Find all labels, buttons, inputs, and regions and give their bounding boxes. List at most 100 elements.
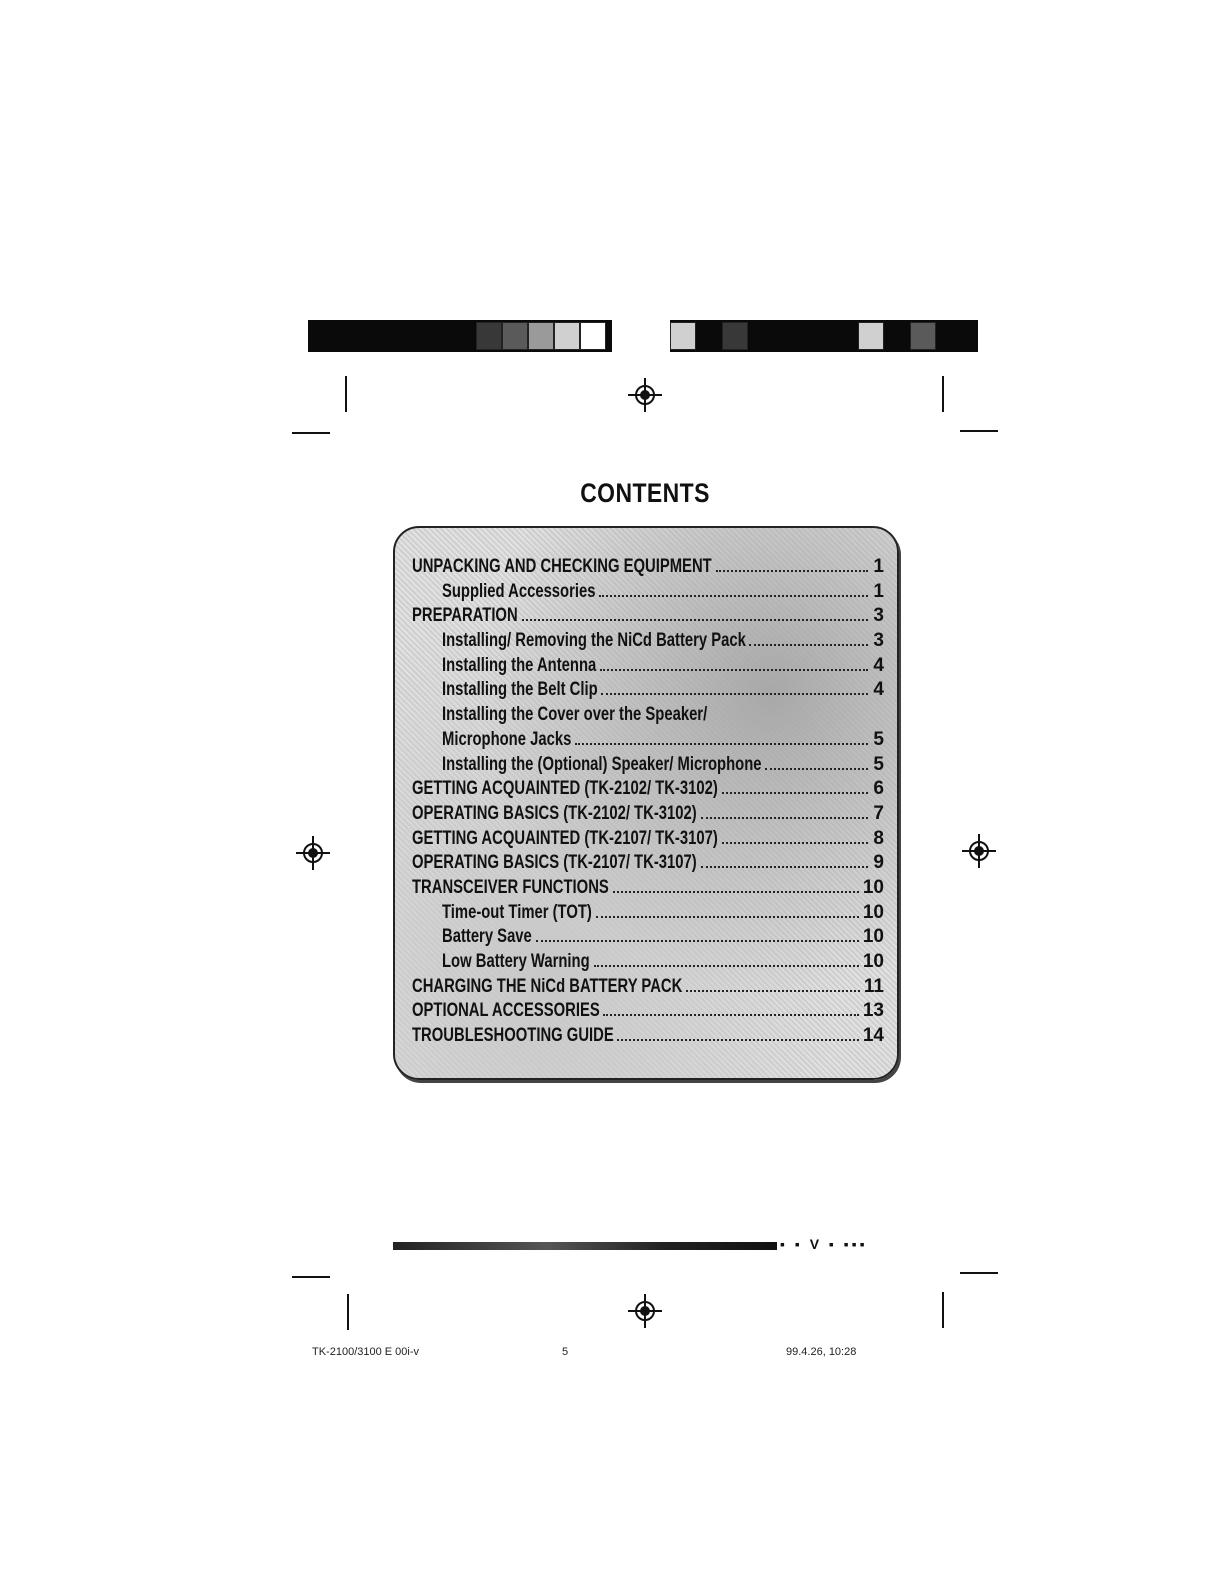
toc-entry-label: PREPARATION <box>412 605 518 627</box>
toc-entry-page: 4 <box>873 679 884 701</box>
toc-entry-page: 8 <box>873 827 884 849</box>
color-swatch <box>554 322 580 350</box>
toc-leader-dots <box>700 866 868 869</box>
toc-leader-dots <box>522 619 868 622</box>
registration-target-icon <box>628 1294 662 1328</box>
toc-entry-page: 3 <box>873 630 884 652</box>
crop-mark <box>960 1272 998 1274</box>
toc-entry-label: Time-out Timer (TOT) <box>442 901 592 923</box>
toc-entry[interactable]: GETTING ACQUAINTED (TK-2107/ TK-3107) 8 <box>412 827 884 852</box>
toc-leader-dots <box>595 915 859 918</box>
toc-entry-label: GETTING ACQUAINTED (TK-2102/ TK-3102) <box>412 778 718 800</box>
toc-leader-dots <box>535 940 859 943</box>
toc-leader-dots <box>685 989 860 992</box>
toc-entry-page: 1 <box>873 556 884 577</box>
crop-mark <box>292 1276 330 1278</box>
toc-entry-label: Installing/ Removing the NiCd Battery Pa… <box>442 630 746 652</box>
color-swatch <box>910 322 936 350</box>
registration-target-icon <box>628 378 662 412</box>
toc-entry-label: GETTING ACQUAINTED (TK-2107/ TK-3107) <box>412 827 718 849</box>
toc-entry-page: 1 <box>873 580 884 602</box>
toc-entry-label: OPERATING BASICS (TK-2102/ TK-3102) <box>412 802 697 824</box>
toc-leader-dots <box>700 816 868 819</box>
toc-entry[interactable]: Installing the Antenna 4 <box>412 654 884 679</box>
toc-entry[interactable]: PREPARATION 3 <box>412 604 884 629</box>
toc-entry-page: 10 <box>862 876 884 898</box>
color-swatch <box>670 322 696 350</box>
toc-entry[interactable]: TRANSCEIVER FUNCTIONS 10 <box>412 876 884 901</box>
toc-entry-label: TRANSCEIVER FUNCTIONS <box>412 876 609 898</box>
toc-entry-label: Installing the (Optional) Speaker/ Micro… <box>442 753 762 775</box>
toc-entry-page: 10 <box>862 926 884 948</box>
toc-entry[interactable]: Supplied Accessories 1 <box>412 580 884 605</box>
color-bar-right <box>670 320 978 352</box>
toc-entry-page: 14 <box>862 1025 884 1047</box>
toc-leader-dots <box>765 767 868 770</box>
toc-entry-label: CHARGING THE NiCd BATTERY PACK <box>412 975 683 997</box>
color-swatch <box>580 322 606 350</box>
toc-entry-label: Installing the Belt Clip <box>442 679 598 701</box>
color-swatch <box>722 322 748 350</box>
toc-entry-label: Battery Save <box>442 926 532 948</box>
toc-entry-page: 5 <box>873 753 884 775</box>
toc-entry[interactable]: TROUBLESHOOTING GUIDE 14 <box>412 1024 884 1049</box>
toc-entry[interactable]: Battery Save 10 <box>412 925 884 950</box>
crop-mark <box>292 432 330 434</box>
toc-leader-dots <box>593 965 859 967</box>
color-swatch <box>858 322 884 350</box>
registration-target-icon <box>962 834 996 868</box>
toc-entry-label: Installing the Cover over the Speaker/ <box>442 704 708 726</box>
registration-target-icon <box>296 836 330 870</box>
toc-entry[interactable]: Time-out Timer (TOT) 10 <box>412 901 884 926</box>
toc-leader-dots <box>721 792 868 795</box>
crop-mark <box>942 376 944 412</box>
toc-entry-page: 4 <box>873 654 884 676</box>
toc-entry-label: OPERATING BASICS (TK-2107/ TK-3107) <box>412 852 697 874</box>
crop-mark <box>942 1292 944 1328</box>
toc-entry[interactable]: Installing/ Removing the NiCd Battery Pa… <box>412 629 884 654</box>
toc-leader-dots <box>601 693 868 696</box>
toc-entry-page: 5 <box>873 728 884 750</box>
toc-entry[interactable]: GETTING ACQUAINTED (TK-2102/ TK-3102) 6 <box>412 777 884 802</box>
color-swatch <box>528 322 554 350</box>
footer-timestamp: 99.4.26, 10:28 <box>786 1346 857 1358</box>
color-swatch <box>502 322 528 350</box>
toc-entry-page: 7 <box>873 802 884 824</box>
toc-entry-page: 11 <box>863 975 884 997</box>
toc-entry-page: 6 <box>873 778 884 800</box>
toc-entry-label: Installing the Antenna <box>442 654 597 676</box>
toc-entry[interactable]: OPERATING BASICS (TK-2102/ TK-3102) 7 <box>412 802 884 827</box>
toc-entry-label: Microphone Jacks <box>442 728 572 750</box>
toc-entry[interactable]: OPTIONAL ACCESSORIES 13 <box>412 999 884 1024</box>
toc-entry[interactable]: OPERATING BASICS (TK-2107/ TK-3107) 9 <box>412 851 884 876</box>
bottom-mark: ▪ ▪ V ▪ ▪▪▪ <box>780 1236 868 1252</box>
toc-entry[interactable]: Installing the (Optional) Speaker/ Micro… <box>412 753 884 778</box>
toc-leader-dots <box>575 742 868 745</box>
toc-entry-label: OPTIONAL ACCESSORIES <box>412 1000 600 1022</box>
toc-leader-dots <box>721 841 868 844</box>
toc-entry-page: 10 <box>862 901 884 923</box>
toc-entry[interactable]: Microphone Jacks 5 <box>412 728 884 753</box>
toc-leader-dots <box>617 1039 859 1042</box>
toc-entry-page: 3 <box>873 605 884 627</box>
toc-leader-dots <box>600 668 868 671</box>
bottom-rule <box>393 1242 777 1250</box>
toc-entry[interactable]: Installing the Belt Clip 4 <box>412 678 884 703</box>
toc-entry-page: 13 <box>862 1000 884 1022</box>
footer-file-id: TK-2100/3100 E 00i-v <box>312 1346 420 1358</box>
toc-leader-dots <box>715 570 868 572</box>
toc-entry-page: 10 <box>862 951 884 972</box>
toc-entry[interactable]: Installing the Cover over the Speaker/ <box>412 703 884 728</box>
toc-leader-dots <box>613 890 859 893</box>
toc-leader-dots <box>599 594 868 597</box>
toc-entry-label: Supplied Accessories <box>442 580 596 602</box>
crop-mark <box>960 430 998 432</box>
crop-mark <box>347 1294 349 1330</box>
toc-entry-page: 9 <box>873 852 884 874</box>
toc-entry[interactable]: CHARGING THE NiCd BATTERY PACK 11 <box>412 975 884 1000</box>
crop-mark <box>345 376 347 412</box>
toc-entry-label: TROUBLESHOOTING GUIDE <box>412 1025 614 1047</box>
